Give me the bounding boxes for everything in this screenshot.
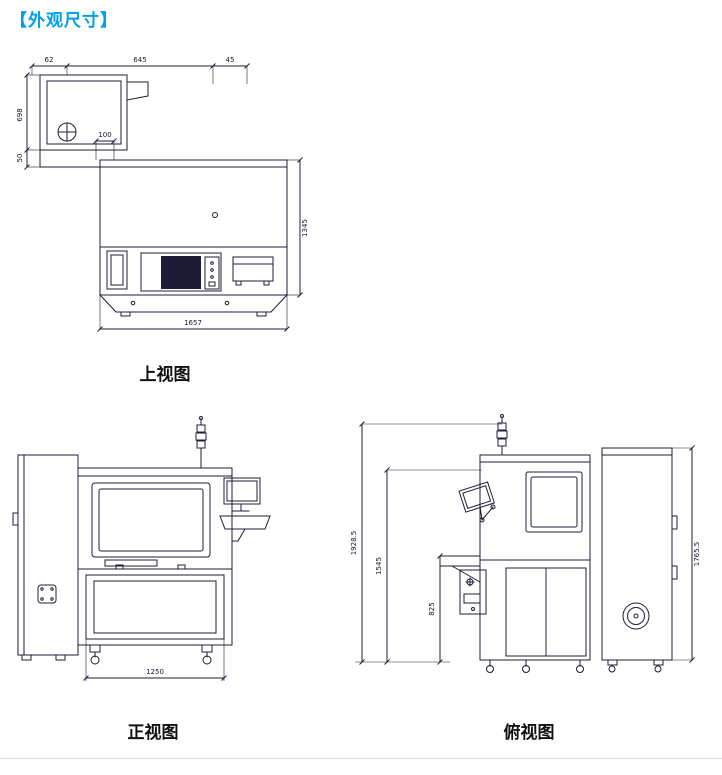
dim-label-45: 45 [226,56,235,64]
dimension-1928: 1928.5 [350,421,502,665]
dim-label-698: 698 [16,108,24,121]
dimension-698: 698 [16,72,40,153]
front-left-cabinet [12,454,79,661]
section-title: 【外观尺寸】 [10,11,118,30]
side-view-label: 俯视图 [503,723,555,742]
page-bottom-divider [0,758,722,759]
dim-label-50: 50 [16,154,24,163]
dim-label-1545: 1545 [375,557,383,575]
dimension-1765: 1765.5 [672,445,701,663]
dimension-1345: 1345 [287,157,309,298]
front-view-drawing: 1250 [12,416,271,681]
monitor-assembly [219,477,271,542]
signal-tower [195,416,207,469]
dimension-100: 100 [93,131,117,160]
dim-label-1345: 1345 [301,219,309,237]
dim-label-1765: 1765.5 [693,542,701,567]
side-right-cabinet [601,447,678,673]
signal-tower-side [496,414,508,456]
dimension-1657: 1657 [97,295,290,332]
side-machine-body [439,454,591,673]
front-view-label: 正视图 [127,723,179,742]
dim-label-645: 645 [133,56,146,64]
top-view-detail-box [39,74,149,168]
dimension-1250: 1250 [83,639,227,681]
dim-label-62: 62 [45,56,54,64]
top-view-machine-outline [98,159,289,317]
top-view-drawing: 62 645 45 698 [16,56,309,332]
dim-label-1250: 1250 [146,668,164,676]
dimension-top-chain: 62 645 45 [29,56,250,84]
top-view-label: 上视图 [139,365,191,384]
dimension-50: 50 [16,149,40,170]
dim-label-1657: 1657 [184,319,202,327]
front-machine-body [77,467,233,665]
dimension-1545: 1545 [375,467,482,665]
dim-label-825: 825 [428,602,436,615]
dim-label-1928: 1928.5 [350,531,358,556]
dimension-825: 825 [428,553,462,665]
dim-label-100: 100 [98,131,111,139]
side-view-drawing: 1928.5 1545 825 [350,414,701,673]
